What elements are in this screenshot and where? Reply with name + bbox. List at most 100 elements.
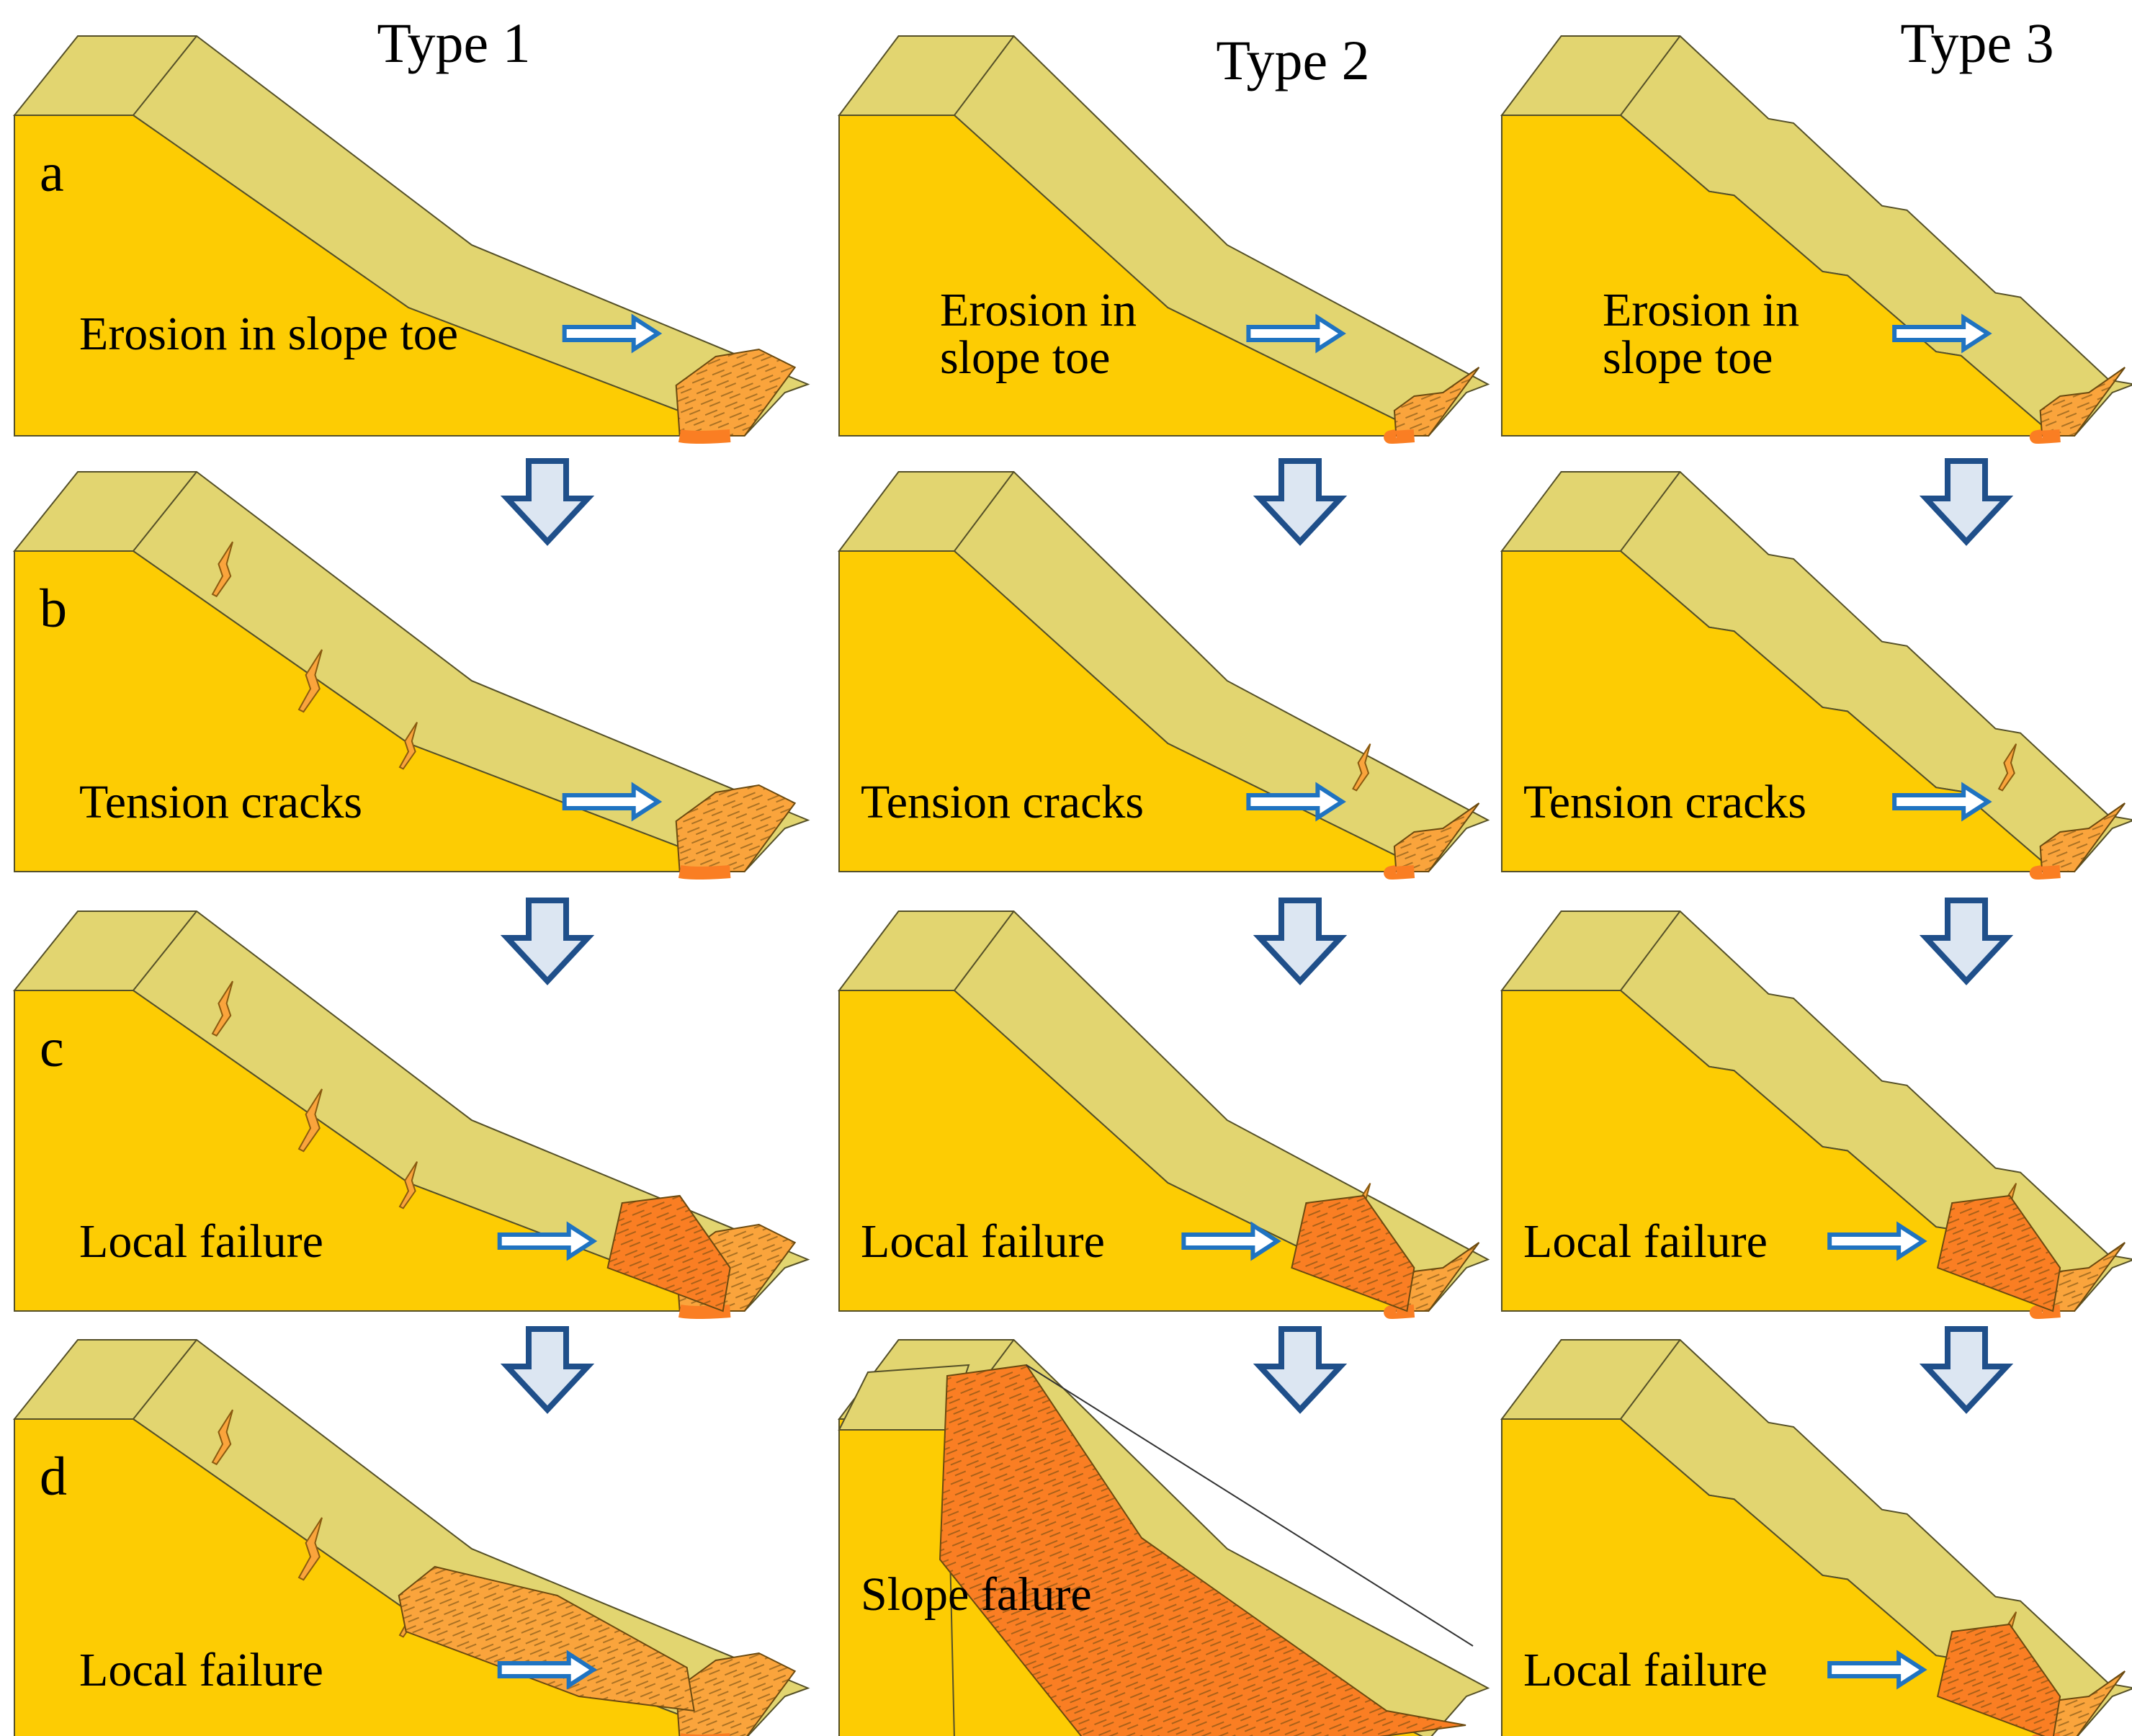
stage-arrow	[500, 1326, 595, 1414]
panel-label: d	[40, 1446, 67, 1507]
annotation-arrow	[497, 1221, 598, 1261]
annotation-text: Slope falure	[861, 1568, 1092, 1621]
tension-crack	[297, 1088, 323, 1153]
annotation-arrow	[497, 1650, 598, 1690]
slope-cross-section	[14, 1418, 738, 1736]
toe-scour	[2029, 865, 2061, 880]
annotation-arrow	[1181, 1221, 1281, 1261]
toe-erosion-texture	[1394, 803, 1479, 872]
tension-crack	[211, 980, 233, 1037]
tension-crack	[398, 1161, 418, 1209]
stage-arrow	[500, 898, 595, 985]
slope-cross-section	[838, 115, 1429, 437]
toe-scour	[678, 1305, 731, 1319]
original-slope-line	[1026, 1364, 1474, 1647]
toe-scour	[2029, 429, 2061, 444]
annotation-text: Local failure	[1523, 1215, 1768, 1268]
annotation-text: Local failure	[79, 1644, 323, 1696]
annotation-text: Local failure	[1523, 1644, 1768, 1696]
slope-cross-section	[1501, 1418, 2057, 1736]
annotation-arrow	[1246, 782, 1346, 822]
toe-erosion-texture	[1394, 1243, 1479, 1311]
stage-arrow	[1919, 458, 2014, 546]
local-failure-mass-texture	[1938, 1196, 2061, 1311]
tension-crack	[1997, 743, 2017, 792]
toe-erosion-texture	[676, 1653, 795, 1736]
toe-erosion-texture	[2040, 803, 2126, 872]
panel-type3-stage-2: Local failure	[1500, 910, 2132, 1414]
slope-cross-section	[14, 550, 745, 872]
stage-arrow	[1253, 1326, 1348, 1414]
annotation-text: Local failure	[79, 1215, 323, 1268]
slope-cross-section	[838, 550, 1429, 872]
local-failure-mass-texture	[1938, 1624, 2061, 1736]
slope-failure-mass-texture	[940, 1365, 1466, 1736]
toe-scour	[1384, 1305, 1415, 1319]
toe-erosion-texture	[2040, 1671, 2126, 1736]
annotation-arrow	[562, 782, 663, 822]
tension-crack	[297, 649, 323, 713]
crest-edge	[1620, 471, 1681, 552]
slope-cross-section	[14, 115, 745, 437]
toe-erosion-texture	[2040, 1243, 2126, 1311]
annotation-text: slope toe	[940, 331, 1110, 384]
panel-label: c	[40, 1018, 64, 1078]
slope-cross-section	[838, 990, 1429, 1312]
annotation-text: Tension cracks	[861, 776, 1144, 828]
crest-edge	[954, 35, 1015, 116]
toe-scour	[678, 865, 731, 880]
annotation-text: Erosion in	[940, 284, 1137, 336]
annotation-text: slope toe	[1603, 331, 1773, 384]
annotation-arrow	[1246, 313, 1346, 354]
crest-edge	[133, 35, 197, 116]
column-title-type-2: Type 2	[1216, 29, 1369, 91]
tension-crack	[1352, 743, 1371, 792]
stage-arrow	[1919, 898, 2014, 985]
annotation-text: Tension cracks	[1523, 776, 1806, 828]
column-title-type-1: Type 1	[377, 12, 530, 74]
local-failure-mass-texture	[1291, 1196, 1415, 1311]
annotation-arrow	[1827, 1650, 1927, 1690]
toe-erosion-texture	[676, 349, 795, 436]
annotation-text: Erosion in	[1603, 284, 1799, 336]
panel-type3-stage-1: Tension cracks	[1500, 471, 2132, 985]
toe-erosion-texture	[1394, 367, 1479, 436]
stable-ground	[838, 1429, 955, 1736]
toe-scour	[1384, 429, 1415, 444]
panel-type3-stage-3: Local failure	[1500, 1339, 2132, 1736]
column-title-type-3: Type 3	[1900, 12, 2053, 74]
annotation-arrow	[1892, 782, 1992, 822]
toe-scour	[2029, 1305, 2061, 1319]
stage-arrow	[1919, 1326, 2014, 1414]
panel-type2-stage-1: Tension cracks	[838, 471, 1490, 985]
panel-type2-stage-3: Slope falure	[838, 1339, 1490, 1736]
panel-label: a	[40, 143, 64, 203]
local-failure-mass-texture	[398, 1567, 694, 1711]
local-failure-mass-texture	[607, 1196, 730, 1311]
annotation-arrow	[562, 313, 663, 354]
crest-edge	[954, 910, 1015, 991]
annotation-text: Erosion in slope toe	[79, 308, 458, 360]
annotation-text: Tension cracks	[79, 776, 362, 828]
crest-edge	[1620, 910, 1681, 991]
stage-arrow	[1253, 458, 1348, 546]
annotation-arrow	[1892, 313, 1992, 354]
tension-crack	[398, 722, 418, 770]
toe-erosion-texture	[676, 785, 795, 872]
crest-edge	[133, 1339, 197, 1420]
tension-crack	[297, 1517, 323, 1581]
toe-scour	[678, 429, 731, 444]
panel-label: b	[40, 578, 67, 639]
crest-edge	[133, 910, 197, 991]
crest-edge	[133, 471, 197, 552]
annotation-arrow	[1827, 1221, 1927, 1261]
crest-edge	[1620, 1339, 1681, 1420]
